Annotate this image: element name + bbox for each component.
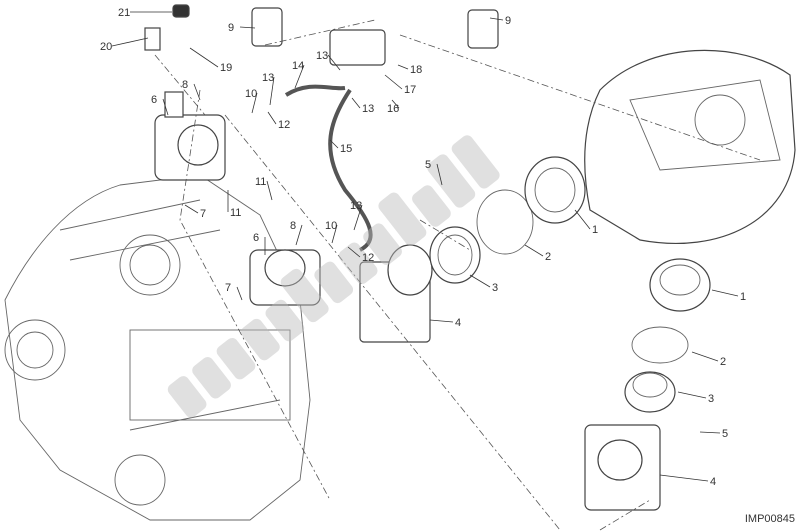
watermark-glyph <box>427 154 476 208</box>
leader-line <box>691 351 719 362</box>
leader-line <box>397 64 409 70</box>
watermark-logo <box>167 135 500 418</box>
callout-13: 13 <box>316 50 328 62</box>
leader-line <box>329 139 339 149</box>
drawing-code: IMP00845 <box>744 513 795 525</box>
leader-line <box>353 204 363 231</box>
leader-line <box>269 76 275 106</box>
sensors-brackets <box>144 4 499 66</box>
leader-line <box>699 431 721 434</box>
leader-line <box>429 319 454 323</box>
callout-21: 21 <box>118 7 130 19</box>
callout-17: 17 <box>404 84 416 96</box>
callout-4: 4 <box>710 476 716 488</box>
watermark-glyph <box>192 357 231 399</box>
watermark-glyph <box>216 337 256 380</box>
dash-lines <box>154 19 761 531</box>
callout-13: 13 <box>262 72 274 84</box>
callout-3: 3 <box>492 282 498 294</box>
callout-12: 12 <box>278 119 290 131</box>
leader-line <box>267 111 277 125</box>
callout-12: 12 <box>362 252 374 264</box>
leader-line <box>391 99 400 109</box>
throttle-body-rear <box>154 91 226 181</box>
airbox <box>584 49 796 244</box>
leader-line <box>351 97 361 109</box>
callout-6: 6 <box>151 94 157 106</box>
callout-19: 19 <box>220 62 232 74</box>
watermark-glyph <box>338 242 378 284</box>
watermark-glyph <box>412 185 451 227</box>
leader-line <box>162 98 169 116</box>
throttle-body-assembly-lower <box>584 258 711 511</box>
throttle-body-assembly-center <box>359 156 586 343</box>
leader-line <box>659 474 709 482</box>
callout-15: 15 <box>340 143 352 155</box>
leader-line <box>189 47 219 68</box>
callout-4: 4 <box>455 317 461 329</box>
watermark-glyph <box>314 261 354 304</box>
leader-line <box>294 64 305 89</box>
leader-line <box>251 92 258 114</box>
leader-line <box>236 286 243 301</box>
callout-13: 13 <box>362 103 374 115</box>
watermark-glyph <box>451 135 500 189</box>
leader-line <box>574 209 591 230</box>
engine-outline <box>4 174 311 521</box>
callout-5: 5 <box>425 159 431 171</box>
callout-9: 9 <box>228 22 234 34</box>
callout-13: 13 <box>350 200 362 212</box>
leader-line <box>184 204 199 214</box>
callout-18: 18 <box>410 64 422 76</box>
leader-line <box>489 17 504 21</box>
hoses <box>284 84 373 252</box>
watermark-glyph <box>167 376 207 418</box>
watermark-glyph <box>280 268 329 323</box>
callout-8: 8 <box>290 220 296 232</box>
leader-line <box>347 246 361 258</box>
leader-line <box>677 391 707 399</box>
watermark-glyph <box>241 318 280 361</box>
leader-line <box>524 244 544 257</box>
leader-line <box>193 83 201 101</box>
leader-line <box>327 54 341 71</box>
callout-3: 3 <box>708 393 714 405</box>
callout-7: 7 <box>225 282 231 294</box>
callout-2: 2 <box>545 251 551 263</box>
callout-10: 10 <box>325 220 337 232</box>
callout-2: 2 <box>720 356 726 368</box>
callout-10: 10 <box>245 88 257 100</box>
watermark-glyph <box>265 299 305 342</box>
callout-11: 11 <box>230 207 241 219</box>
leader-line <box>469 274 491 288</box>
leader-line <box>436 163 443 186</box>
leader-line <box>239 26 256 29</box>
callout-20: 20 <box>100 41 112 53</box>
callout-1: 1 <box>740 291 746 303</box>
leader-line <box>266 180 273 201</box>
callout-7: 7 <box>200 208 206 220</box>
callout-11: 11 <box>255 176 266 188</box>
callout-9: 9 <box>505 15 511 27</box>
callout-6: 6 <box>253 232 259 244</box>
leader-line <box>384 74 403 90</box>
leader-line <box>331 224 338 244</box>
leader-line <box>711 289 739 297</box>
callout-16: 16 <box>387 103 399 115</box>
callout-5: 5 <box>722 428 728 440</box>
watermark-glyph <box>363 223 402 265</box>
callout-14: 14 <box>292 60 304 72</box>
throttle-body-front <box>249 249 321 306</box>
callout-1: 1 <box>592 224 598 236</box>
leader-line <box>111 37 149 47</box>
watermark-glyph <box>378 192 427 246</box>
leader-line <box>295 224 303 246</box>
callout-8: 8 <box>182 79 188 91</box>
